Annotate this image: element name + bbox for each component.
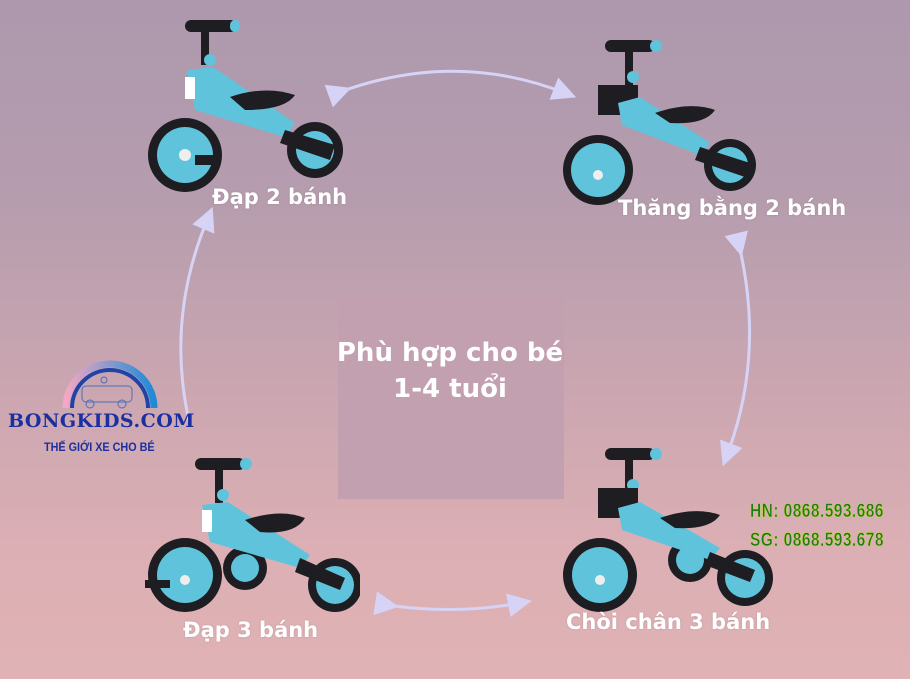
bike-pedal-3-wheel-image: [145, 458, 360, 612]
phone-hanoi[interactable]: HN: 0868.593.686: [750, 501, 884, 523]
mode-label-balance-2-wheel: Thăng bằng 2 bánh: [618, 196, 847, 220]
car-arch-icon: [62, 360, 158, 409]
mode-label-kick-3-wheel: Chòi chân 3 bánh: [566, 610, 771, 634]
contact-phones: HN: 0868.593.686 SG: 0868.593.678: [750, 497, 910, 555]
brand-logo: BONGKIDS.COM THẾ GIỚI XE CHO BÉ: [0, 340, 220, 465]
age-headline-line1: Phù hợp cho bé: [336, 338, 564, 368]
mode-label-pedal-3-wheel: Đạp 3 bánh: [183, 618, 319, 642]
mode-label-pedal-2-wheel: Đạp 2 bánh: [212, 185, 348, 209]
age-headline-line2: 1-4 tuổi: [393, 374, 507, 404]
center-box: [338, 297, 564, 499]
age-headline: Phù hợp cho bé 1-4 tuổi: [300, 335, 600, 407]
brand-name: BONGKIDS.COM: [8, 410, 195, 432]
bike-kick-3-wheel-image: [563, 448, 773, 612]
bike-pedal-2-wheel-image: [148, 20, 343, 192]
phone-saigon[interactable]: SG: 0868.593.678: [750, 530, 884, 552]
bike-balance-2-wheel-image: [563, 40, 756, 205]
brand-tagline: THẾ GIỚI XE CHO BÉ: [44, 440, 155, 454]
